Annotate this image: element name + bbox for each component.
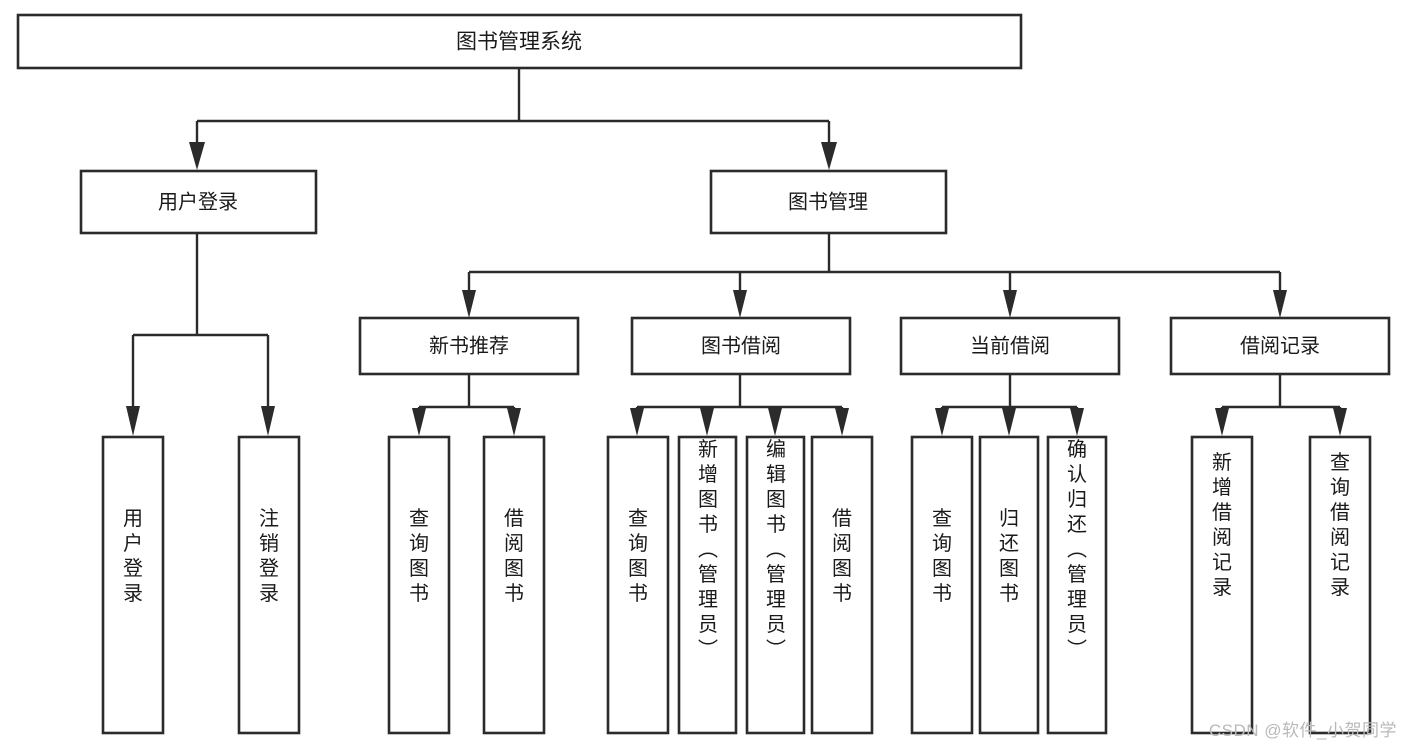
arrow-head-icon (412, 408, 426, 436)
leaf-label: 编辑图书︵管理员︶ (766, 438, 786, 661)
node-user-login-label: 用户登录 (158, 190, 238, 213)
leaf-box[interactable] (910, 435, 974, 735)
leaf-label: 新增借阅记录 (1212, 451, 1232, 599)
leaf-box[interactable] (387, 435, 451, 735)
arrow-head-icon (126, 406, 140, 436)
leaf-box[interactable] (745, 435, 806, 735)
node-book-manage-label: 图书管理 (788, 190, 868, 213)
node-root-label: 图书管理系统 (456, 31, 582, 54)
leaf-current-return-book[interactable]: 归还图书 (978, 435, 1040, 735)
arrow-head-icon (768, 408, 782, 436)
node-user-login[interactable]: 用户登录 (79, 169, 318, 235)
arrow-head-icon (821, 142, 837, 170)
arrow-head-icon (462, 290, 476, 318)
edge-layer (126, 68, 1347, 436)
leaf-current-query-book[interactable]: 查询图书 (910, 435, 974, 735)
arrow-head-icon (189, 142, 205, 170)
arrow-head-icon (1333, 408, 1347, 436)
arrow-head-icon (507, 408, 521, 436)
arrow-head-icon (1070, 408, 1084, 436)
leaf-box[interactable] (677, 435, 738, 735)
leaf-label: 查询图书 (628, 507, 648, 605)
leaf-box[interactable] (606, 435, 670, 735)
node-user-login-box[interactable] (79, 169, 318, 235)
arrow-head-icon (1003, 290, 1017, 318)
node-borrow-record-label: 借阅记录 (1240, 334, 1320, 357)
node-new-book-recommend[interactable]: 新书推荐 (358, 316, 580, 376)
leaf-box[interactable] (978, 435, 1040, 735)
leaf-borrow-edit-book[interactable]: 编辑图书︵管理员︶ (745, 435, 806, 735)
leaf-recommend-borrow-book[interactable]: 借阅图书 (482, 435, 546, 735)
node-book-borrow-box[interactable] (630, 316, 852, 376)
arrow-head-icon (630, 408, 644, 436)
leaf-current-confirm-return[interactable]: 确认归还︵管理员︶ (1046, 435, 1108, 735)
leaf-label: 借阅图书 (832, 507, 852, 605)
leaf-box[interactable] (482, 435, 546, 735)
arrow-head-icon (1273, 290, 1287, 318)
node-book-manage-box[interactable] (709, 169, 948, 235)
leaf-label: 借阅图书 (504, 507, 524, 605)
leaf-record-add-record[interactable]: 新增借阅记录 (1190, 435, 1254, 735)
arrow-head-icon (733, 290, 747, 318)
node-book-borrow-label: 图书借阅 (701, 334, 781, 357)
node-root[interactable]: 图书管理系统 (16, 13, 1023, 70)
node-current-borrow-box[interactable] (899, 316, 1121, 376)
node-current-borrow[interactable]: 当前借阅 (899, 316, 1121, 376)
leaf-user-login-logout[interactable]: 注销登录 (237, 435, 301, 735)
arrow-head-icon (1002, 408, 1016, 436)
leaf-label: 新增图书︵管理员︶ (698, 438, 718, 661)
leaf-borrow-add-book[interactable]: 新增图书︵管理员︶ (677, 435, 738, 735)
leaf-box[interactable] (1190, 435, 1254, 735)
node-borrow-record[interactable]: 借阅记录 (1169, 316, 1391, 376)
leaf-label: 用户登录 (123, 508, 143, 605)
arrow-head-icon (700, 408, 714, 436)
node-new-book-recommend-box[interactable] (358, 316, 580, 376)
leaf-box[interactable] (237, 435, 301, 735)
leaf-record-query-record[interactable]: 查询借阅记录 (1308, 435, 1372, 735)
node-current-borrow-label: 当前借阅 (970, 334, 1050, 357)
leaf-box[interactable] (1046, 435, 1108, 735)
node-root-box[interactable] (16, 13, 1023, 70)
leaf-label: 查询借阅记录 (1330, 451, 1350, 599)
leaf-label: 归还图书 (999, 507, 1019, 605)
leaf-borrow-query-book[interactable]: 查询图书 (606, 435, 670, 735)
arrow-head-icon (261, 406, 275, 436)
leaf-label: 查询图书 (932, 507, 952, 605)
leaf-box[interactable] (1308, 435, 1372, 735)
leaf-label: 注销登录 (259, 507, 279, 605)
arrow-head-icon (935, 408, 949, 436)
node-book-borrow[interactable]: 图书借阅 (630, 316, 852, 376)
leaf-label: 查询图书 (409, 507, 429, 605)
leaf-recommend-query-book[interactable]: 查询图书 (387, 435, 451, 735)
arrow-head-icon (835, 408, 849, 436)
node-book-manage[interactable]: 图书管理 (709, 169, 948, 235)
leaf-borrow-borrow-book[interactable]: 借阅图书 (810, 435, 874, 735)
leaf-box[interactable] (101, 435, 165, 735)
leaf-box[interactable] (810, 435, 874, 735)
node-new-book-recommend-label: 新书推荐 (429, 334, 509, 357)
leaf-label: 确认归还︵管理员︶ (1067, 438, 1087, 661)
node-borrow-record-box[interactable] (1169, 316, 1391, 376)
arrow-head-icon (1215, 408, 1229, 436)
leaf-user-login-login[interactable]: 用户登录 (101, 435, 165, 735)
